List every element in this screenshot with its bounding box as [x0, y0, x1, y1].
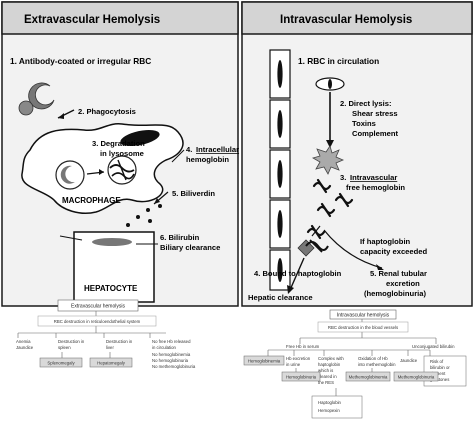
fc-intra-hb-excretion-2: in urine [286, 362, 301, 367]
extra-step4-line2: hemoglobin [186, 155, 229, 164]
intra-step2-line1: 2. Direct lysis: [340, 99, 392, 108]
fc-extra-liver-line2: liver [106, 345, 114, 350]
intravascular-flowchart: Intravascular hemolysis RBC destruction … [243, 309, 467, 419]
fc-intra-complex-2: which is [318, 368, 333, 373]
intra-step3-line2: free hemoglobin [346, 183, 405, 192]
fc-intra-haptoglobin-box [311, 395, 363, 419]
intra-step5-line2: excretion [386, 279, 420, 288]
fc-intra-down-hemo: Hemopexin [318, 408, 340, 413]
fc-intra-top-box [329, 309, 397, 320]
hepatic-clearance-label: Hepatic clearance [248, 293, 313, 302]
extra-step2-label: 2. Phagocytosis [78, 107, 136, 116]
extra-step3-line2: in lysosome [100, 149, 144, 158]
fc-extra-anemia: Anemia [16, 339, 31, 344]
fc-intra-hemoglobinuria: Hemoglobinuria [286, 375, 317, 380]
fc-extra-splenomegaly: Splenomegaly [47, 361, 75, 366]
extravascular-flowchart: Extravascular hemolysis RBC destruction … [16, 299, 196, 369]
extra-step6-line1: 6. Bilirubin [160, 233, 200, 242]
hepatocyte-label: HEPATOCYTE [84, 284, 138, 293]
extra-step4-number: 4. [186, 145, 192, 154]
fc-extra-no-list-1: No hemoglobinuria [152, 358, 189, 363]
biliverdin-dots-icon [126, 204, 162, 227]
fc-extra-nohb-line2: in circulation [152, 345, 176, 350]
fc-intra-complex-4: the RES [318, 380, 334, 385]
fc-intra-hemoglobinemia: Hemoglobinemia [248, 359, 281, 364]
fc-extra-liver-line1: Destruction in [106, 339, 133, 344]
fc-intra-complex-0: Complex with [318, 356, 344, 361]
lysed-rbc-burst-icon [311, 145, 345, 175]
vessel-rbc-icons [277, 60, 283, 282]
fc-intra-hemoglobinemia-box [243, 355, 285, 366]
phagosome-icon [55, 160, 85, 190]
haptoglobin-complex-icon [297, 239, 315, 257]
extra-step1-label: 1. Antibody-coated or irregular RBC [10, 56, 151, 66]
fc-intra-risk-0: Risk of [430, 359, 444, 364]
crescent-rbc-icon [28, 82, 55, 110]
fc-intra-second: RBC destruction in the blood vessels [328, 325, 398, 330]
intra-step5-line1: 5. Renal tubular [370, 269, 427, 278]
fc-intra-oxidation-1: Oxidation of Hb [358, 356, 388, 361]
extra-step3-line1: 3. Degradation [92, 139, 145, 148]
antibody-coated-rbc-icon [18, 100, 34, 116]
extra-step6-line2: Biliary clearance [160, 243, 220, 252]
fc-intra-hb-excretion-1: Hb excretion [286, 356, 311, 361]
fc-intra-complex-3: cleared in [318, 374, 337, 379]
fc-intra-jaundice: Jaundice [400, 358, 418, 363]
fc-intra-risk-3: gallstones [430, 377, 449, 382]
fc-intra-methemoglobinemia-box [345, 371, 391, 382]
extravascular-title: Extravascular Hemolysis [24, 14, 160, 26]
macrophage-nucleus-icon [120, 129, 160, 147]
fc-intra-hemoglobinuria-box [281, 371, 321, 382]
extravascular-panel: Extravascular Hemolysis 1. Antibody-coat… [1, 1, 239, 307]
intravascular-header [241, 1, 473, 35]
intra-step1-label: 1. RBC in circulation [298, 56, 379, 66]
intra-step3-number: 3. [340, 173, 346, 182]
fc-extra-no-list-0: No hemoglobinemia [152, 352, 191, 357]
fc-extra-hepatomegaly-box [89, 357, 133, 368]
fc-intra-complex-1: haptoglobin [318, 362, 341, 367]
extra-step5-label: 5. Biliverdin [172, 189, 215, 198]
fc-intra-second-box [317, 321, 409, 333]
fc-extra-top: Extravascular hemolysis [71, 304, 125, 310]
hapto-capacity-line1: If haptoglobin [360, 237, 411, 246]
macrophage-label: MACROPHAGE [62, 196, 121, 205]
fc-extra-spleen-line1: Destruction in [58, 339, 85, 344]
fc-intra-unconj: Unconjugated bilirubin [412, 344, 455, 349]
fc-intra-oxidation-2: into methemoglobin [358, 362, 396, 367]
fc-extra-jaundice: Jaundice [16, 345, 34, 350]
fc-intra-down-hapto: Haptoglobin [318, 400, 342, 405]
extra-step4-underlined: Intracellular [196, 145, 239, 154]
fc-extra-second-box [37, 315, 157, 327]
fc-intra-risk-box [423, 355, 467, 387]
hapto-capacity-line2: capacity exceeded [360, 247, 427, 256]
extravascular-header [1, 1, 239, 35]
fc-intra-top: Intravascular hemolysis [337, 313, 390, 319]
fc-intra-methemoglobinuria: Methemoglobinuria [398, 375, 435, 380]
intravascular-panel: Intravascular Hemolysis 1. RBC in circul… [241, 1, 473, 307]
intra-step3-underlined: Intravascular [350, 173, 397, 182]
fc-extra-spleen-line2: spleen [58, 345, 71, 350]
fc-extra-no-list-2: No methemoglobinuria [152, 364, 196, 369]
fc-intra-free-hb: Free Hb in serum [286, 344, 320, 349]
fc-extra-hepatomegaly: Hepatomegaly [97, 361, 126, 366]
macrophage-cell-shape [21, 123, 184, 214]
fc-extra-top-box [57, 299, 139, 312]
fc-intra-risk-1: bilirubin or [430, 365, 450, 370]
intra-step5-line3: (hemoglobinuria) [364, 289, 426, 298]
fc-extra-second: RBC destruction in reticuloendothelial s… [54, 319, 141, 324]
fc-intra-methemoglobinuria-box [393, 371, 439, 382]
intravascular-title: Intravascular Hemolysis [280, 14, 412, 26]
intra-step2-line3: Toxins [352, 119, 376, 128]
bilirubin-blob-icon [92, 238, 132, 246]
free-hemoglobin-icons [306, 178, 354, 240]
fc-extra-splenomegaly-box [39, 357, 83, 368]
intra-step2-line4: Complement [352, 129, 398, 138]
fc-extra-nohb-line1: No free Hb released [152, 339, 191, 344]
fc-intra-methemoglobinemia: Methemoglobinemia [349, 375, 388, 380]
intra-step2-line2: Shear stress [352, 109, 398, 118]
